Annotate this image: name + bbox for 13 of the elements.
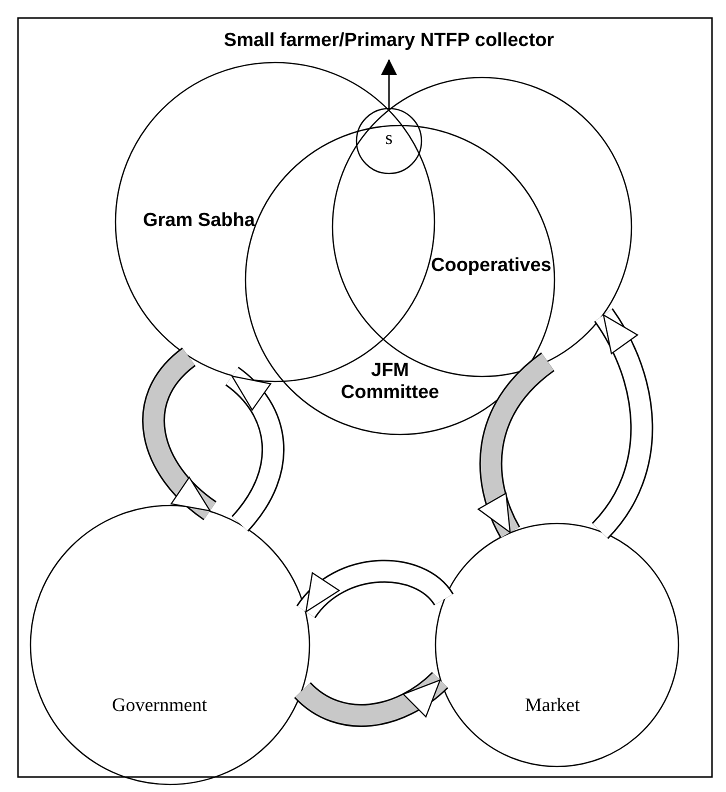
circle-label: Cooperatives: [431, 255, 552, 277]
curved-block-arrow: [478, 352, 555, 538]
circle-label: Gram Sabha: [143, 210, 255, 232]
curved-block-arrow: [296, 560, 453, 619]
curved-block-arrow: [591, 308, 654, 538]
curved-block-arrow: [142, 348, 217, 520]
curved-block-arrow: [224, 367, 284, 532]
circle-label: Government: [112, 695, 207, 717]
curved-block-arrow: [294, 672, 448, 727]
role-label: Small farmer/Primary NTFP collector: [222, 30, 556, 52]
circle-label: s: [384, 128, 394, 150]
circle-label: Market: [525, 695, 580, 717]
circle-label: JFM Committee: [340, 360, 440, 404]
